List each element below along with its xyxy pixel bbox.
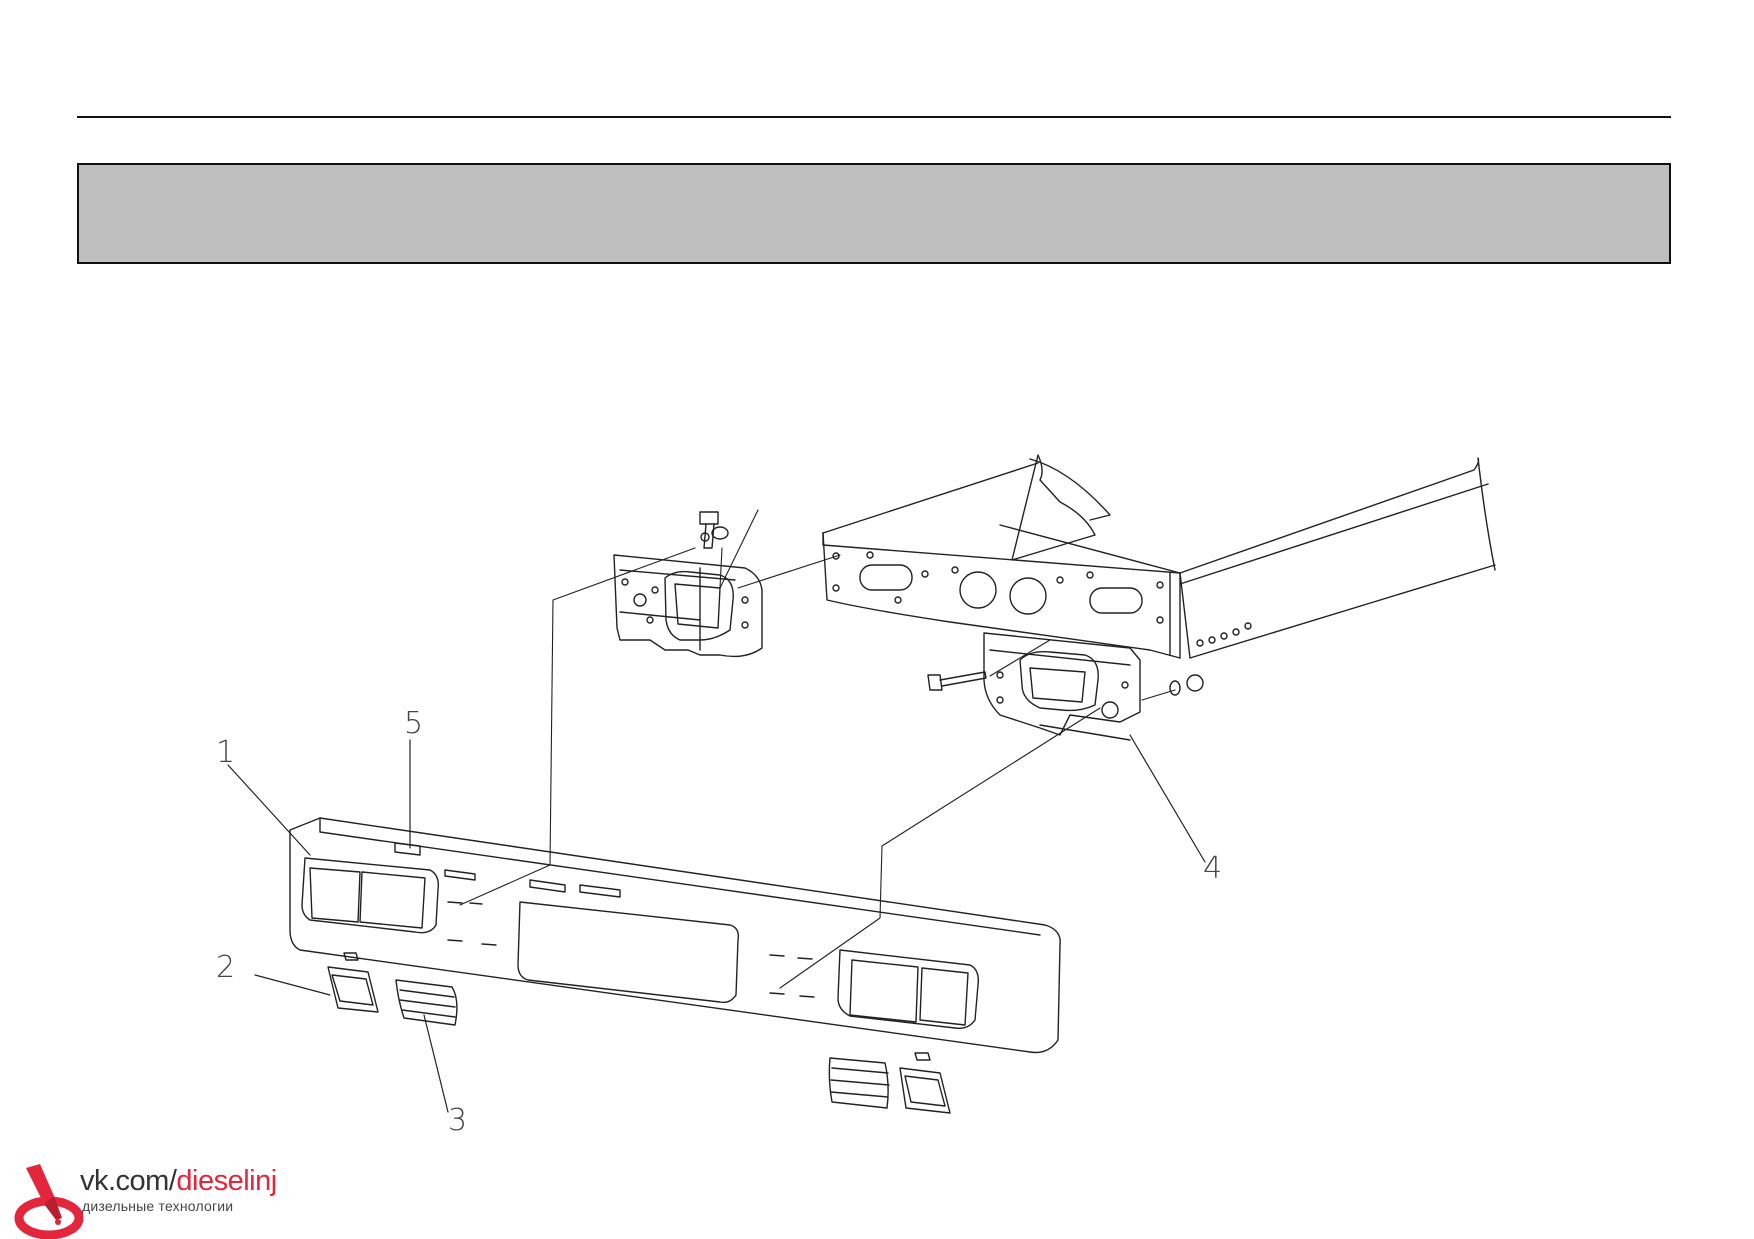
header-band (77, 163, 1671, 264)
injector-logo-icon (14, 1164, 84, 1239)
callout-3: 3 (448, 1103, 467, 1138)
bolt-left (699, 511, 729, 549)
cover-right (899, 1052, 951, 1114)
crossmember-holes (832, 551, 1252, 647)
watermark-url-name: dieselinj (176, 1165, 277, 1197)
callout-1: 1 (216, 735, 235, 770)
watermark-subtitle: дизельные технологии (82, 1198, 234, 1214)
callout-leaders (227, 734, 1206, 1113)
grille-right (828, 1057, 890, 1109)
watermark-url: vk.com/dieselinj (80, 1164, 277, 1198)
callout-2: 2 (216, 950, 235, 985)
grille-left (395, 979, 458, 1026)
assembly-lines (459, 509, 1176, 989)
cover-left (327, 952, 379, 1013)
bracket-left (613, 554, 763, 658)
bumper (289, 817, 1061, 1054)
callout-5: 5 (404, 706, 423, 741)
top-rule (77, 116, 1671, 118)
bracket-right (983, 632, 1141, 741)
frame-crossmember (822, 454, 1496, 659)
bolt-right (927, 671, 1204, 696)
watermark-url-prefix: vk.com/ (80, 1165, 177, 1197)
watermark: vk.com/dieselinj дизельные технологии (14, 1160, 314, 1239)
callout-4: 4 (1203, 851, 1222, 886)
